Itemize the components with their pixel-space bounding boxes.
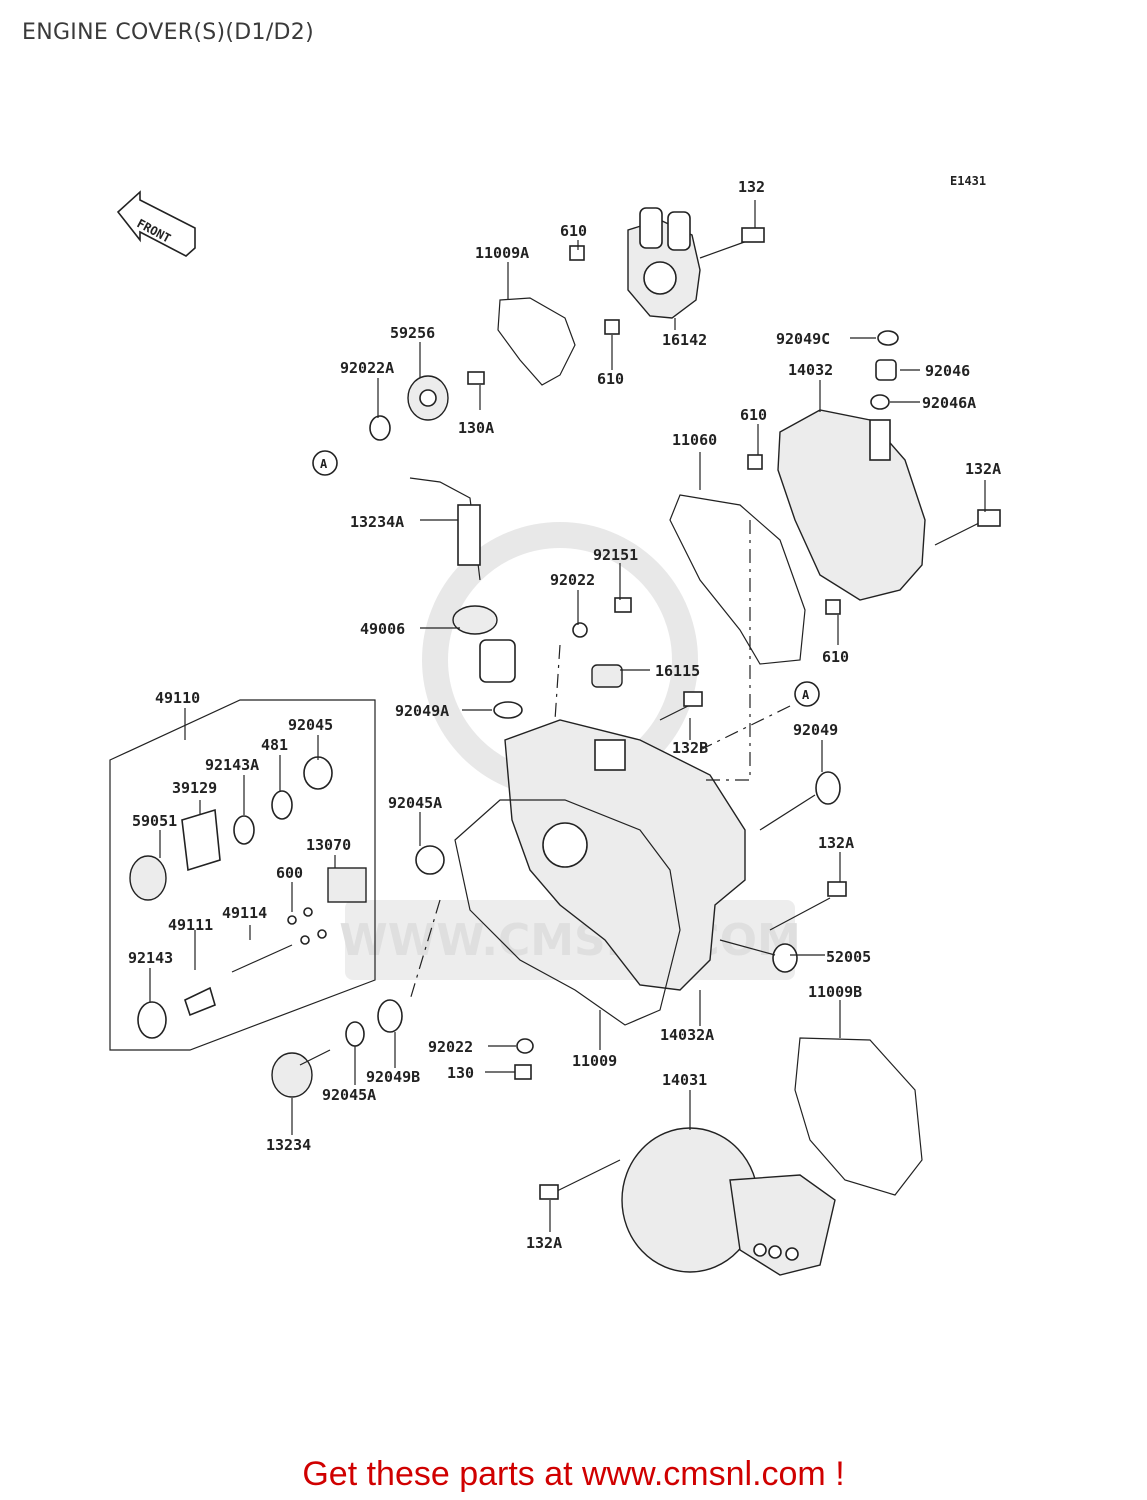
part-14032-cover	[777, 409, 926, 601]
diagram-code: E1431	[950, 174, 986, 188]
label-132A: 132A	[526, 1234, 562, 1252]
label-92143: 92143	[128, 949, 173, 967]
label-92022: 92022	[550, 571, 595, 589]
label-132B: 132B	[672, 739, 708, 757]
part-92045A-bearing	[415, 845, 445, 875]
front-arrow-icon: FRONT	[116, 190, 196, 257]
part-11060-gasket	[669, 494, 806, 665]
label-14032: 14032	[788, 361, 833, 379]
part-11009-gasket	[454, 799, 681, 1026]
label-11009: 11009	[572, 1052, 617, 1070]
label-11009B: 11009B	[808, 983, 862, 1001]
part-92049A-seal	[493, 701, 523, 719]
label-610: 610	[560, 222, 587, 240]
label-610: 610	[740, 406, 767, 424]
label-49110: 49110	[155, 689, 200, 707]
label-92143A: 92143A	[205, 756, 259, 774]
label-132A: 132A	[818, 834, 854, 852]
svg-text:A: A	[802, 688, 810, 702]
footer-link[interactable]: Get these parts at www.cmsnl.com !	[302, 1455, 845, 1493]
part-92049C-92046-caps	[870, 330, 899, 410]
label-481: 481	[261, 736, 288, 754]
label-49111: 49111	[168, 916, 213, 934]
part-610-dowels-right	[747, 454, 841, 615]
part-59256-impeller	[407, 375, 449, 421]
part-92049-seal	[759, 771, 841, 831]
part-14032A-clutch-cover	[504, 719, 746, 991]
label-49114: 49114	[222, 904, 267, 922]
part-132-bolt	[699, 227, 765, 259]
part-52005-seal	[719, 939, 798, 973]
part-16142-pump-cover	[627, 207, 701, 319]
part-132A-bolt-right	[934, 509, 1001, 546]
label-13234: 13234	[266, 1136, 311, 1154]
label-92045A: 92045A	[322, 1086, 376, 1104]
label-610: 610	[597, 370, 624, 388]
part-92022A-washer	[369, 415, 391, 441]
callout-a-left: A	[312, 450, 338, 476]
part-132B-bolt	[659, 691, 703, 721]
label-92049C: 92049C	[776, 330, 830, 348]
label-39129: 39129	[172, 779, 217, 797]
label-132: 132	[738, 178, 765, 196]
label-92046: 92046	[925, 362, 970, 380]
label-11060: 11060	[672, 431, 717, 449]
part-13234A-shaft	[409, 477, 481, 581]
part-13234-gear-shaft	[271, 1049, 331, 1098]
label-11009A: 11009A	[475, 244, 529, 262]
label-92049A: 92049A	[395, 702, 449, 720]
label-130A: 130A	[458, 419, 494, 437]
label-13070: 13070	[306, 836, 351, 854]
label-52005: 52005	[826, 948, 871, 966]
watermark-text: WWW.CMSNL.COM	[339, 915, 801, 966]
label-92049B: 92049B	[366, 1068, 420, 1086]
callout-a-right: A	[794, 681, 820, 707]
part-14031-ignition-cover	[621, 1127, 836, 1276]
label-13234A: 13234A	[350, 513, 404, 531]
label-600: 600	[276, 864, 303, 882]
part-49110-governor-box	[109, 699, 376, 1051]
part-92151-bolt	[614, 597, 632, 613]
label-59256: 59256	[390, 324, 435, 342]
leader-lines	[149, 200, 986, 1232]
label-130: 130	[447, 1064, 474, 1082]
part-92045A-92049B-bearings	[345, 999, 403, 1047]
label-92049: 92049	[793, 721, 838, 739]
part-132A-bolt-bottom	[539, 1159, 621, 1200]
svg-text:A: A	[320, 457, 328, 471]
label-16142: 16142	[662, 331, 707, 349]
label-132A: 132A	[965, 460, 1001, 478]
part-16115-filler-cap	[591, 664, 623, 688]
label-92151: 92151	[593, 546, 638, 564]
part-130-bolt	[514, 1064, 532, 1080]
label-14032A: 14032A	[660, 1026, 714, 1044]
label-610: 610	[822, 648, 849, 666]
label-92022: 92022	[428, 1038, 473, 1056]
part-11009B-gasket	[794, 1037, 923, 1196]
part-92022-washer	[516, 622, 588, 1054]
label-92046A: 92046A	[922, 394, 976, 412]
part-132A-bolt-mid	[769, 881, 847, 931]
label-14031: 14031	[662, 1071, 707, 1089]
label-92045: 92045	[288, 716, 333, 734]
label-92045A: 92045A	[388, 794, 442, 812]
part-49006-pump-housing	[452, 605, 516, 683]
part-610-dowel	[569, 245, 620, 335]
label-49006: 49006	[360, 620, 405, 638]
part-130A-bolt	[467, 371, 485, 385]
label-92022A: 92022A	[340, 359, 394, 377]
part-11009A-gasket	[497, 297, 576, 386]
label-59051: 59051	[132, 812, 177, 830]
page-title: ENGINE COVER(S)(D1/D2)	[22, 20, 314, 45]
label-16115: 16115	[655, 662, 700, 680]
parts-diagram: WWW.CMSNL.COM E1431 FRONT	[109, 174, 1001, 1276]
